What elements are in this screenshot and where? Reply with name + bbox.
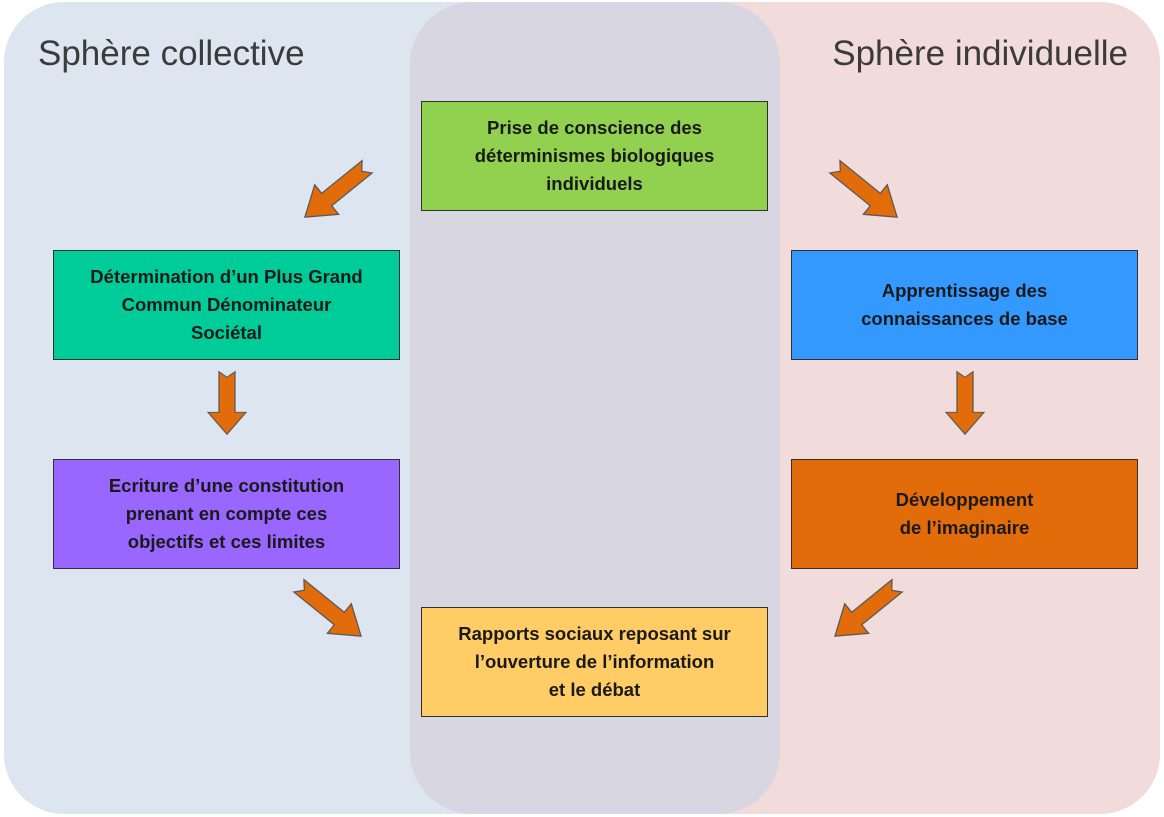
box-developpement: Développement de l’imaginaire <box>791 459 1138 569</box>
box-ecriture-constitution: Ecriture d’une constitution prenant en c… <box>53 459 400 569</box>
arrow-right1-to-right2 <box>945 371 985 435</box>
box-rapports-sociaux-label: Rapports sociaux reposant sur l’ouvertur… <box>458 623 731 700</box>
box-apprentissage: Apprentissage des connaissances de base <box>791 250 1138 360</box>
box-ecriture-constitution-label: Ecriture d’une constitution prenant en c… <box>108 475 345 552</box>
box-determination-label: Détermination d’un Plus Grand Commun Dén… <box>90 266 363 343</box>
box-prise-de-conscience-label: Prise de conscience des déterminismes bi… <box>474 117 715 194</box>
arrow-top-to-right <box>822 151 910 233</box>
box-apprentissage-label: Apprentissage des connaissances de base <box>861 280 1068 329</box>
sphere-collective-title: Sphère collective <box>38 34 305 73</box>
arrow-left1-to-left2 <box>207 371 247 435</box>
sphere-individuelle-title: Sphère individuelle <box>832 34 1128 73</box>
arrow-left2-to-bottom <box>286 570 374 652</box>
arrow-right2-to-bottom <box>822 570 910 652</box>
arrow-top-to-left <box>292 151 380 233</box>
box-determination: Détermination d’un Plus Grand Commun Dén… <box>53 250 400 360</box>
box-developpement-label: Développement de l’imaginaire <box>895 489 1034 538</box>
box-prise-de-conscience: Prise de conscience des déterminismes bi… <box>421 101 768 211</box>
box-rapports-sociaux: Rapports sociaux reposant sur l’ouvertur… <box>421 607 768 717</box>
